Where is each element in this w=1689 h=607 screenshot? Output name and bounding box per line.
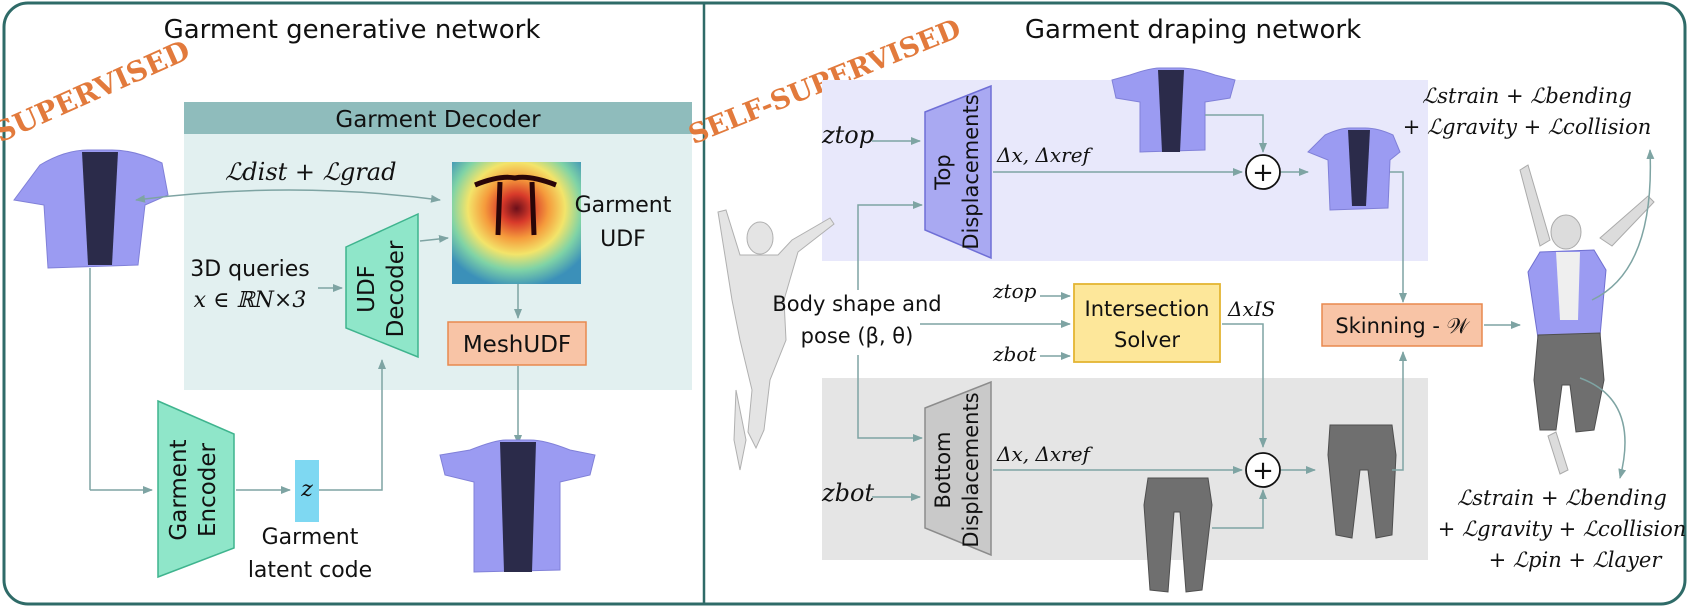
top-branch-area bbox=[822, 80, 1428, 261]
bottom-plus-node bbox=[1245, 452, 1281, 488]
skinning-label: Skinning - 𝒲 bbox=[1335, 314, 1470, 338]
skinning-block bbox=[1321, 303, 1483, 347]
bottom-loss-line1: ℒstrain + ℒbending bbox=[1457, 486, 1667, 510]
top-draped-shirt-image bbox=[1307, 127, 1401, 211]
body-mannequin-image bbox=[717, 209, 835, 471]
loss-arrow bbox=[135, 189, 441, 203]
solver-line2: Solver bbox=[1114, 328, 1180, 352]
queries-line1: 3D queries bbox=[190, 257, 310, 282]
z-bot-input: zbot bbox=[821, 479, 874, 507]
latent-symbol: z bbox=[300, 477, 313, 502]
top-disp-line2: Displacements bbox=[959, 94, 983, 249]
output-shirt-image bbox=[439, 439, 596, 573]
bottom-branch-area bbox=[822, 378, 1428, 560]
top-plus-symbol: + bbox=[1252, 158, 1274, 188]
delta-is-label: ΔxIS bbox=[1227, 297, 1275, 321]
udf-label-line1: Garment bbox=[575, 193, 672, 218]
latent-line2: latent code bbox=[248, 558, 372, 583]
garment-udf-image bbox=[452, 162, 581, 284]
encoder-line2: Encoder bbox=[195, 442, 221, 537]
top-disp-line1: Top bbox=[931, 154, 955, 190]
bottom-delta-label: Δx, Δxref bbox=[996, 442, 1094, 466]
left-panel-title: Garment generative network bbox=[164, 15, 541, 45]
bottom-loss-line3: + ℒpin + ℒlayer bbox=[1489, 548, 1664, 572]
bottom-loss-arrow bbox=[1579, 377, 1627, 479]
solver-line1: Intersection bbox=[1085, 297, 1210, 321]
bottom-displacements-block bbox=[924, 380, 992, 557]
top-shirt-to-skinning-arrow bbox=[1390, 171, 1407, 303]
body-shape-line1: Body shape and bbox=[772, 292, 941, 316]
bottom-loss-line2: + ℒgravity + ℒcollision bbox=[1438, 517, 1687, 541]
top-loss-arrow bbox=[1591, 149, 1655, 301]
bottom-disp-line1: Bottom bbox=[931, 431, 955, 508]
top-loss-line1: ℒstrain + ℒbending bbox=[1422, 84, 1632, 108]
top-plus-node bbox=[1245, 154, 1281, 190]
body-to-bottom-arrow bbox=[857, 355, 923, 442]
solver-z-top: ztop bbox=[992, 279, 1037, 303]
top-delta-label: Δx, Δxref bbox=[996, 143, 1094, 167]
garment-decoder-header bbox=[184, 102, 692, 134]
input-shirt-image bbox=[13, 149, 169, 269]
output-dressed-figure-image bbox=[1519, 164, 1655, 475]
udf-decoder-block bbox=[345, 212, 419, 359]
garment-decoder-title: Garment Decoder bbox=[335, 107, 541, 133]
bottom-plus-symbol: + bbox=[1252, 456, 1274, 486]
top-displacements-block bbox=[924, 84, 992, 260]
bottom-pants-image bbox=[1143, 477, 1213, 593]
queries-line2: x ∈ ℝN×3 bbox=[194, 288, 307, 313]
garment-encoder-block bbox=[157, 399, 235, 579]
z-top-input: ztop bbox=[821, 121, 874, 149]
udf-decoder-line1: UDF bbox=[354, 265, 380, 313]
udf-label-line2: UDF bbox=[600, 227, 646, 252]
bottom-disp-line2: Displacements bbox=[959, 392, 983, 547]
decoder-to-udf-arrow bbox=[419, 234, 449, 243]
pants-to-skinning-arrow bbox=[1392, 351, 1407, 471]
udf-decoder-line2: Decoder bbox=[383, 240, 409, 337]
latent-to-decoder-arrow bbox=[319, 359, 386, 491]
latent-line1: Garment bbox=[262, 525, 359, 550]
solver-z-bot: zbot bbox=[992, 342, 1037, 366]
pants-to-plus-arrow bbox=[1212, 489, 1267, 529]
encoder-line1: Garment bbox=[166, 439, 192, 540]
meshudf-label: MeshUDF bbox=[463, 332, 571, 358]
body-shape-line2: pose (β, θ) bbox=[801, 324, 914, 348]
right-panel-title: Garment draping network bbox=[1025, 15, 1361, 45]
garment-decoder-area bbox=[184, 104, 692, 390]
body-to-top-arrow bbox=[857, 201, 923, 290]
meshudf-block bbox=[447, 321, 587, 366]
latent-code-block bbox=[295, 460, 319, 522]
bottom-draped-pants-image bbox=[1327, 424, 1397, 539]
top-loss-line2: + ℒgravity + ℒcollision bbox=[1403, 115, 1652, 139]
top-shirt-to-plus-arrow bbox=[1205, 114, 1267, 153]
supervised-tag: SUPERVISED bbox=[0, 34, 195, 150]
top-shirt-image bbox=[1111, 67, 1236, 153]
intersection-solver-block bbox=[1073, 283, 1221, 363]
solver-to-plus-arrow bbox=[1222, 323, 1267, 448]
dist-grad-loss: ℒdist + ℒgrad bbox=[225, 158, 396, 186]
